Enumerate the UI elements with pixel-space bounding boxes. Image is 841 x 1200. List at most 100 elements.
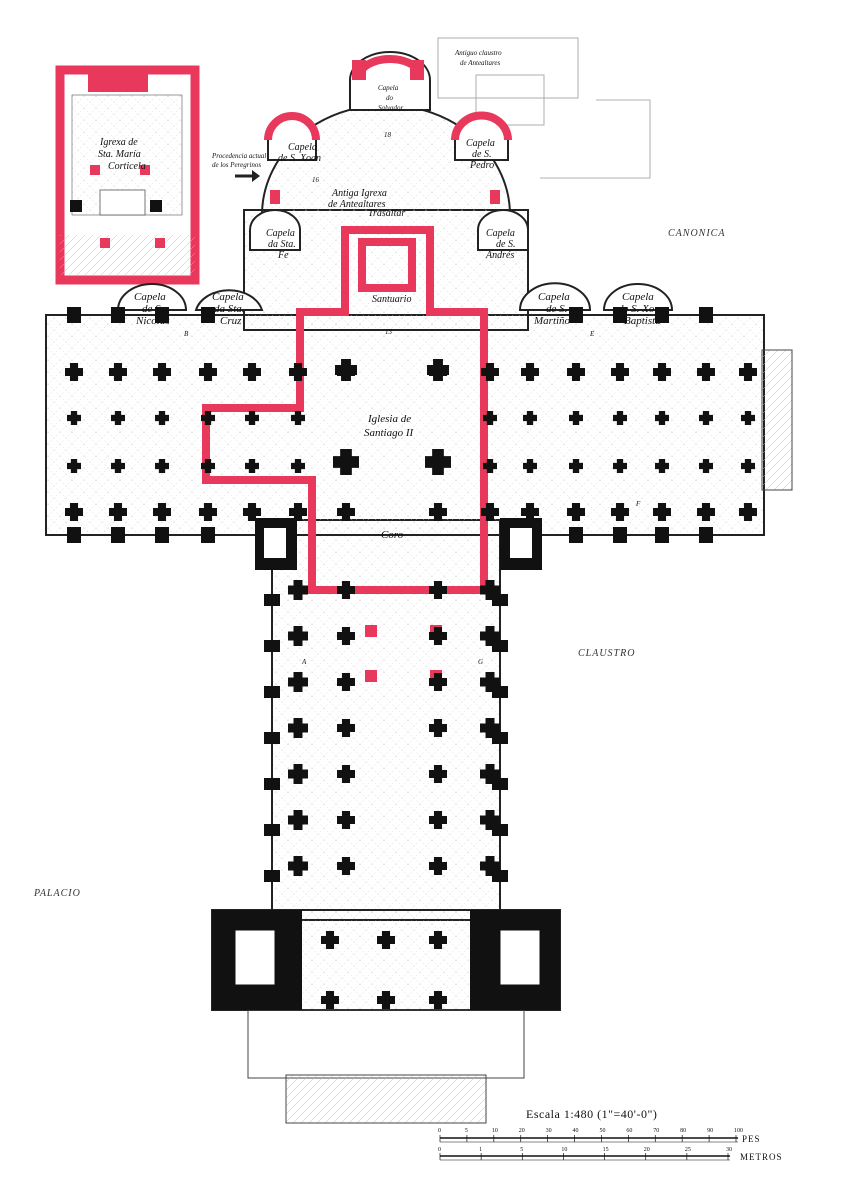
pier — [569, 459, 583, 473]
pier — [243, 503, 261, 521]
pier — [335, 359, 357, 381]
pier — [337, 719, 355, 737]
number-13: 13 — [385, 328, 393, 336]
buttress — [201, 307, 215, 323]
buttress — [569, 527, 583, 543]
salvador-label-3: Salvador — [378, 104, 404, 112]
pier — [697, 363, 715, 381]
pier — [567, 503, 585, 521]
buttress — [67, 307, 81, 323]
pier — [289, 363, 307, 381]
pier — [321, 931, 339, 949]
scale-title: Escala 1:480 (1"=40'-0") — [526, 1107, 657, 1121]
pier — [337, 857, 355, 875]
pier — [483, 411, 497, 425]
pier — [288, 856, 308, 876]
pier — [741, 411, 755, 425]
pier — [337, 765, 355, 783]
pier — [429, 627, 447, 645]
corticela-label-3: Corticela — [108, 161, 146, 172]
buttress — [492, 732, 508, 744]
baptista-label-1: Capela — [622, 291, 654, 303]
buttress — [155, 307, 169, 323]
pier — [243, 363, 261, 381]
nicolas-label-1: Capela — [134, 291, 166, 303]
buttress — [264, 778, 280, 790]
scale-tick-label: 40 — [573, 1128, 579, 1134]
piers — [65, 307, 757, 1009]
buttress — [264, 594, 280, 606]
martino-label-2: de S. — [546, 303, 567, 315]
pier — [427, 359, 449, 381]
fe-label-1: Capela — [266, 228, 295, 239]
corticela-plan — [55, 65, 200, 285]
pier — [201, 411, 215, 425]
letter-f: F — [635, 500, 641, 508]
buttress — [264, 686, 280, 698]
pier — [288, 626, 308, 646]
scale-tick-label: 90 — [707, 1128, 713, 1134]
buttress — [264, 824, 280, 836]
buttress — [264, 870, 280, 882]
andres-label-3: Andrés — [485, 250, 514, 261]
pier — [429, 503, 447, 521]
claustro-label: CLAUSTRO — [578, 648, 635, 659]
pier — [288, 810, 308, 830]
pier — [111, 459, 125, 473]
pier — [337, 673, 355, 691]
baptista-label-3: Baptista — [624, 315, 661, 327]
scale-tick-label: 15 — [603, 1147, 609, 1153]
scale-tick-label: 5 — [520, 1147, 523, 1153]
salvador-label-2: do — [386, 94, 394, 102]
pier — [429, 581, 447, 599]
pier — [288, 580, 308, 600]
salvador-label-1: Capela — [378, 84, 399, 92]
pier — [613, 459, 627, 473]
scale-tick-label: 0 — [438, 1128, 441, 1134]
scale-tick-label: 25 — [685, 1147, 691, 1153]
scale-pes-label: PES — [742, 1134, 761, 1144]
pier — [109, 363, 127, 381]
buttress — [111, 307, 125, 323]
pier — [480, 810, 500, 830]
andres-label-1: Capela — [486, 228, 515, 239]
scale-tick-label: 20 — [644, 1147, 650, 1153]
pier — [483, 459, 497, 473]
canonica-label: CANONICA — [668, 228, 725, 239]
pier — [739, 503, 757, 521]
number-18: 18 — [384, 131, 392, 139]
pedro-label-3: Pedro — [469, 160, 494, 171]
buttress — [201, 527, 215, 543]
buttress — [699, 527, 713, 543]
pier — [481, 503, 499, 521]
pier — [480, 718, 500, 738]
pier — [480, 672, 500, 692]
pier — [337, 627, 355, 645]
pier — [699, 459, 713, 473]
pedro-label-1: Capela — [466, 138, 495, 149]
letter-g: G — [478, 658, 483, 666]
procedencia-label-1: Procedencia actual — [211, 152, 266, 160]
pier — [155, 459, 169, 473]
pier — [377, 991, 395, 1009]
buttress — [655, 527, 669, 543]
scale-tick-label: 0 — [438, 1147, 441, 1153]
scale-tick-label: 10 — [561, 1147, 567, 1153]
scale-tick-label: 50 — [599, 1128, 605, 1134]
pier — [245, 459, 259, 473]
pier — [480, 764, 500, 784]
pier — [739, 363, 757, 381]
pier — [288, 764, 308, 784]
scale-metros-label: METROS — [740, 1152, 783, 1162]
pier — [289, 503, 307, 521]
santiago-ii-outline — [202, 226, 488, 594]
pier — [481, 363, 499, 381]
santuario-label: Santuario — [372, 294, 411, 305]
buttress — [492, 778, 508, 790]
pier — [653, 363, 671, 381]
buttress — [492, 594, 508, 606]
martino-label-1: Capela — [538, 291, 570, 303]
pier — [699, 411, 713, 425]
nicolas-label-2: de S. — [142, 303, 163, 315]
